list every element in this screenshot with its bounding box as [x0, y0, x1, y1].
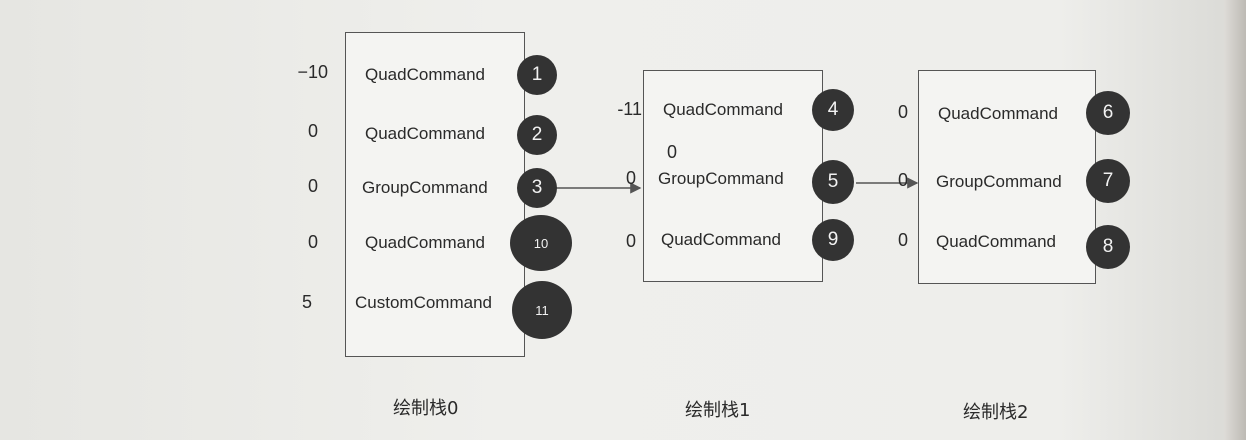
- order-badge: 2: [517, 115, 557, 155]
- stack-caption: 绘制栈2: [963, 402, 1029, 423]
- order-badge: 11: [512, 281, 572, 339]
- command-label: GroupCommand: [936, 172, 1062, 191]
- command-label: QuadCommand: [663, 100, 784, 119]
- order-badge: 7: [1086, 159, 1130, 203]
- order-badge: 5: [812, 160, 854, 204]
- command-label: QuadCommand: [365, 124, 486, 143]
- render-stack-1: [643, 70, 823, 282]
- order-badge: 8: [1086, 225, 1130, 269]
- stack-caption: 绘制栈0: [393, 398, 459, 419]
- order-badge: 4: [812, 89, 854, 131]
- z-order-value: -11: [617, 99, 642, 119]
- command-label: GroupCommand: [362, 178, 488, 197]
- command-label: QuadCommand: [365, 65, 486, 84]
- z-order-value: 0: [307, 232, 318, 252]
- command-label: GroupCommand: [658, 169, 784, 188]
- z-order-value: 5: [301, 292, 312, 312]
- command-label: QuadCommand: [936, 232, 1057, 251]
- order-badge: 10: [510, 215, 572, 271]
- z-order-value: 0: [307, 121, 318, 141]
- z-order-value: 0: [666, 142, 677, 162]
- command-label: QuadCommand: [365, 233, 486, 252]
- render-stack-2: [918, 70, 1096, 284]
- order-badge: 6: [1086, 91, 1130, 135]
- order-badge: 1: [517, 55, 557, 95]
- z-order-value: 0: [625, 168, 636, 188]
- book-edge: [1224, 0, 1246, 440]
- z-order-value: −10: [297, 62, 328, 82]
- stack-caption: 绘制栈1: [685, 400, 751, 421]
- z-order-value: 0: [897, 102, 908, 122]
- command-label: CustomCommand: [355, 293, 492, 312]
- order-badge: 9: [812, 219, 854, 261]
- z-order-value: 0: [897, 170, 908, 190]
- command-label: QuadCommand: [661, 230, 782, 249]
- z-order-value: 0: [307, 176, 318, 196]
- order-badge: 3: [517, 168, 557, 208]
- z-order-value: 0: [897, 230, 908, 250]
- command-label: QuadCommand: [938, 104, 1059, 123]
- z-order-value: 0: [625, 231, 636, 251]
